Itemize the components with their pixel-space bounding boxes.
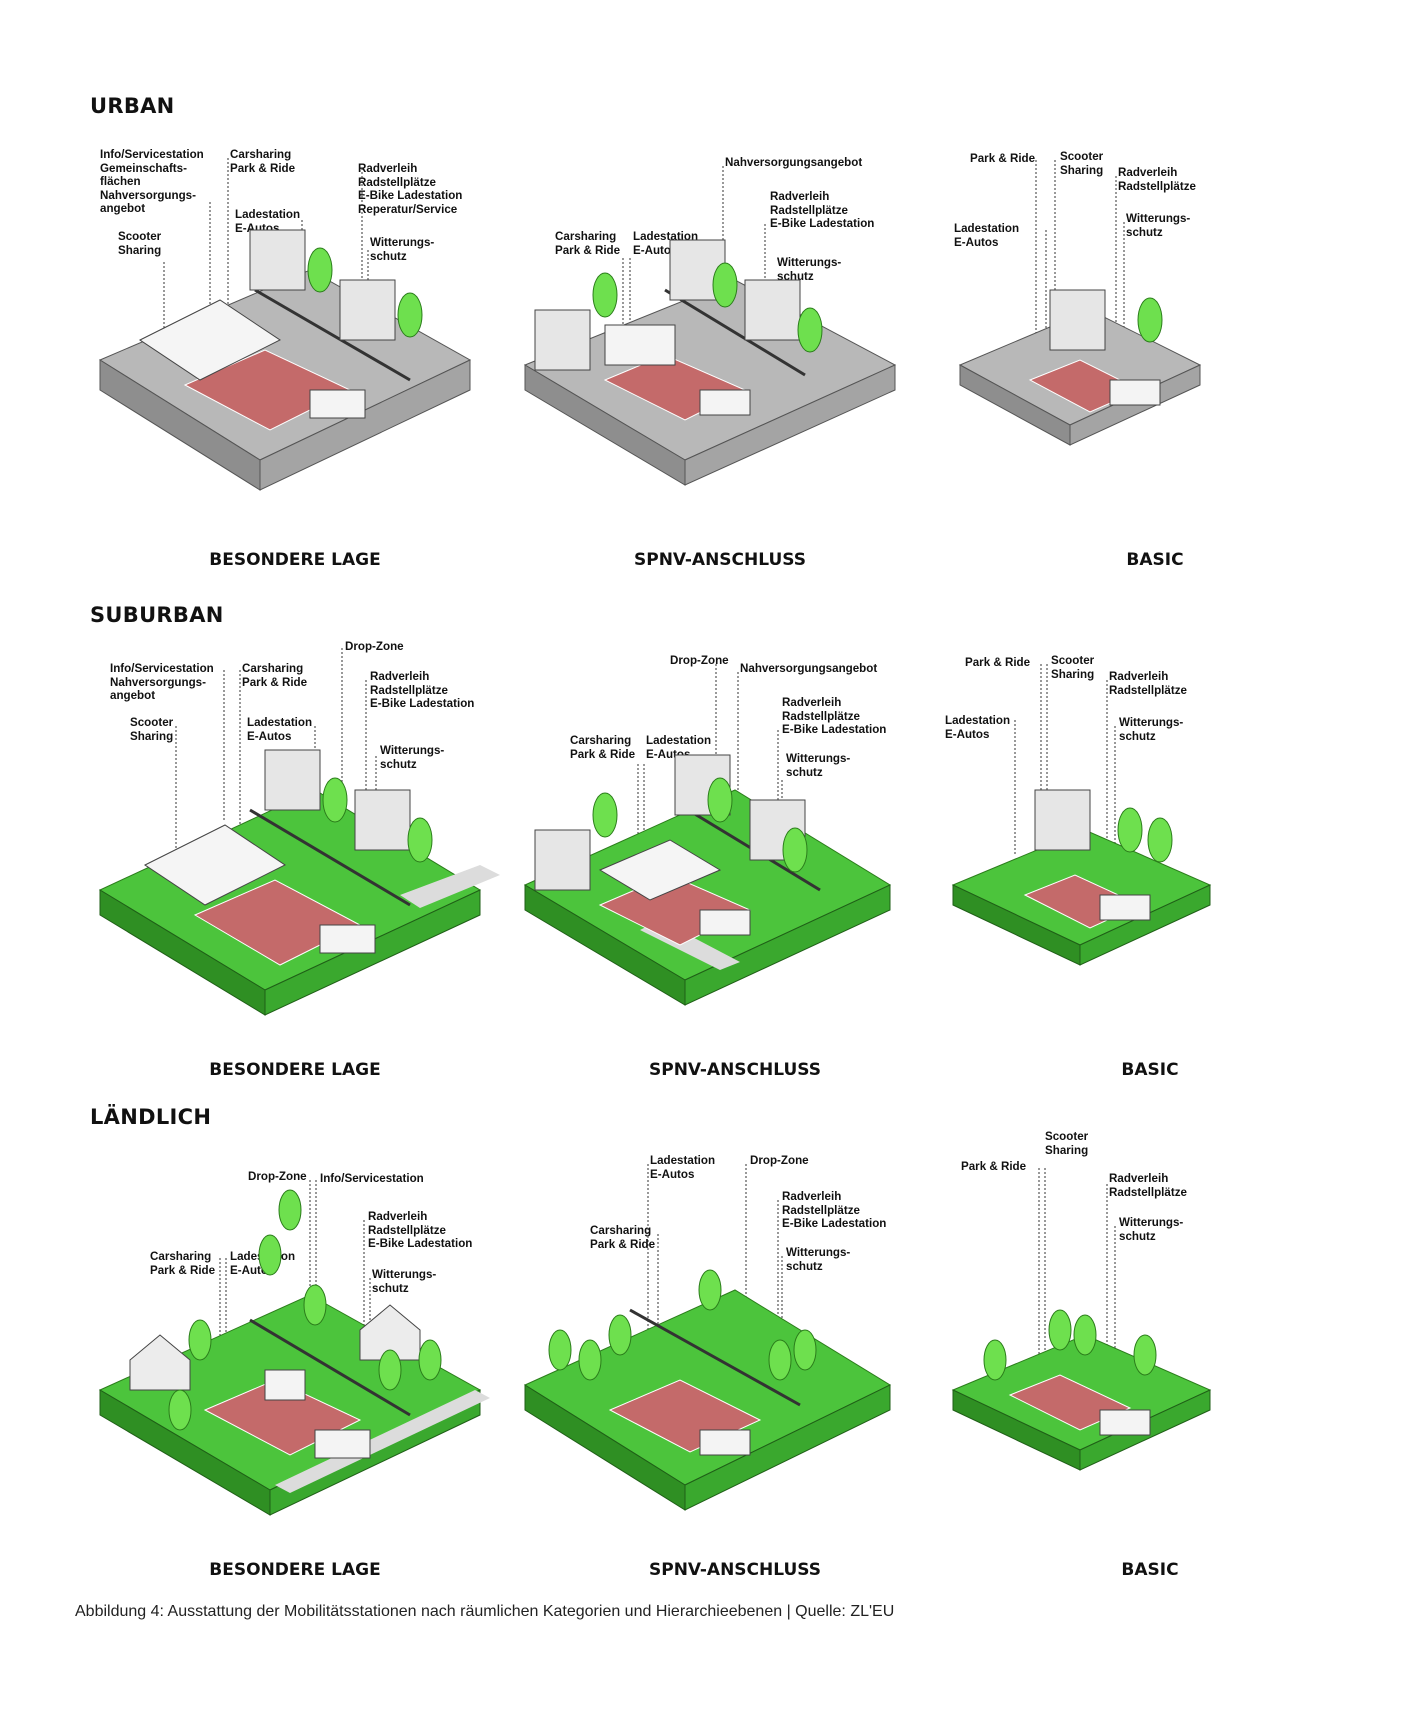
iso-illustration [523, 166, 897, 486]
iso-illustration [98, 648, 500, 1016]
label-radverleih: Radverleih Radstellplätze E-Bike Ladesta… [370, 670, 475, 710]
label-scooter-sharing: Scooter Sharing [118, 230, 162, 257]
label-drop-zone: Drop-Zone [750, 1154, 809, 1167]
panel-caption: BESONDERE LAGE [209, 550, 381, 570]
label-ladestation: Ladestation E-Autos [954, 222, 1020, 249]
label-witterungsschutz: Witterungs- schutz [370, 236, 435, 263]
label-drop-zone: Drop-Zone [345, 640, 404, 653]
label-ladestation: Ladestation E-Autos [945, 714, 1011, 741]
panel-suburban-basic: Park & Ride Scooter Sharing Radverleih R… [935, 640, 1365, 1080]
panel-laendlich-spnv-anschluss: Ladestation E-Autos Drop-Zone Radverleih… [520, 1150, 950, 1590]
label-ladestation: Ladestation E-Autos [650, 1154, 716, 1181]
iso-illustration [951, 1168, 1212, 1471]
label-carsharing: Carsharing Park & Ride [555, 230, 621, 257]
label-park-ride: Park & Ride [961, 1160, 1027, 1173]
label-radverleih: Radverleih Radstellplätze E-Bike Ladesta… [782, 1190, 887, 1230]
panel-caption: BESONDERE LAGE [209, 1060, 381, 1080]
label-info-servicestation: Info/Servicestation [320, 1172, 424, 1185]
panel-suburban-besondere-lage: Drop-Zone Info/Servicestation Nahversorg… [80, 640, 510, 1080]
label-drop-zone: Drop-Zone [670, 654, 729, 667]
label-carsharing: Carsharing Park & Ride [230, 148, 296, 175]
label-nahversorgungsangebot: Nahversorgungsangebot [725, 156, 863, 169]
label-scooter-sharing: Scooter Sharing [1045, 1130, 1089, 1157]
figure-caption: Abbildung 4: Ausstattung der Mobilitätss… [75, 1603, 895, 1620]
label-witterungsschutz: Witterungs- schutz [1119, 1216, 1184, 1243]
label-witterungsschutz: Witterungs- schutz [1126, 212, 1191, 239]
label-witterungsschutz: Witterungs- schutz [786, 752, 851, 779]
label-carsharing: Carsharing Park & Ride [570, 734, 636, 761]
label-carsharing: Carsharing Park & Ride [150, 1250, 216, 1277]
panel-caption: SPNV-ANSCHLUSS [649, 1060, 821, 1080]
panel-urban-besondere-lage: Info/Servicestation Gemeinschafts- fläch… [80, 140, 510, 580]
label-radverleih: Radverleih Radstellplätze [1109, 1172, 1187, 1199]
panel-laendlich-basic: Scooter Sharing Park & Ride Radverleih R… [935, 1130, 1365, 1580]
panel-caption: BASIC [1126, 550, 1184, 570]
iso-illustration [951, 664, 1212, 966]
label-park-ride: Park & Ride [970, 152, 1036, 165]
iso-illustration [523, 664, 892, 1006]
label-radverleih: Radverleih Radstellplätze E-Bike Ladesta… [358, 162, 463, 216]
panel-suburban-spnv-anschluss: Drop-Zone Nahversorgungsangebot Radverle… [520, 640, 950, 1080]
label-witterungsschutz: Witterungs- schutz [1119, 716, 1184, 743]
label-nahversorgungsangebot: Nahversorgungsangebot [740, 662, 878, 675]
label-radverleih: Radverleih Radstellplätze E-Bike Ladesta… [368, 1210, 473, 1250]
panel-caption: SPNV-ANSCHLUSS [649, 1560, 821, 1580]
label-witterungsschutz: Witterungs- schutz [380, 744, 445, 771]
label-witterungsschutz: Witterungs- schutz [372, 1268, 437, 1295]
label-witterungsschutz: Witterungs- schutz [777, 256, 842, 283]
label-drop-zone: Drop-Zone [248, 1170, 307, 1183]
label-radverleih: Radverleih Radstellplätze [1118, 166, 1196, 193]
panel-caption: BESONDERE LAGE [209, 1560, 381, 1580]
label-radverleih: Radverleih Radstellplätze E-Bike Ladesta… [770, 190, 875, 230]
panel-laendlich-besondere-lage: Drop-Zone Info/Servicestation Radverleih… [80, 1150, 510, 1590]
row-title-laendlich: LÄNDLICH [90, 1105, 212, 1129]
panel-caption: SPNV-ANSCHLUSS [634, 550, 806, 570]
iso-illustration [98, 1180, 490, 1516]
label-park-ride: Park & Ride [965, 656, 1031, 669]
panel-urban-basic: Park & Ride Scooter Sharing Radverleih R… [940, 140, 1370, 580]
label-radverleih: Radverleih Radstellplätze E-Bike Ladesta… [782, 696, 887, 736]
label-radverleih: Radverleih Radstellplätze [1109, 670, 1187, 697]
label-scooter-sharing: Scooter Sharing [1051, 654, 1095, 681]
row-title-suburban: SUBURBAN [90, 603, 224, 627]
label-scooter-sharing: Scooter Sharing [130, 716, 174, 743]
row-title-urban: URBAN [90, 94, 175, 118]
label-carsharing: Carsharing Park & Ride [590, 1224, 656, 1251]
panel-urban-spnv-anschluss: Nahversorgungsangebot Radverleih Radstel… [505, 140, 935, 580]
label-carsharing: Carsharing Park & Ride [242, 662, 308, 689]
label-witterungsschutz: Witterungs- schutz [786, 1246, 851, 1273]
panel-caption: BASIC [1121, 1060, 1179, 1080]
iso-illustration [958, 160, 1202, 446]
label-scooter-sharing: Scooter Sharing [1060, 150, 1104, 177]
label-info-servicestation: Info/Servicestation Nahversorgungs- ange… [110, 662, 214, 702]
label-info-servicestation: Info/Servicestation Gemeinschafts- fläch… [100, 148, 204, 215]
iso-illustration [523, 1164, 892, 1511]
panel-caption: BASIC [1121, 1560, 1179, 1580]
label-ladestation: Ladestation E-Autos [247, 716, 313, 743]
iso-illustration [98, 158, 472, 491]
